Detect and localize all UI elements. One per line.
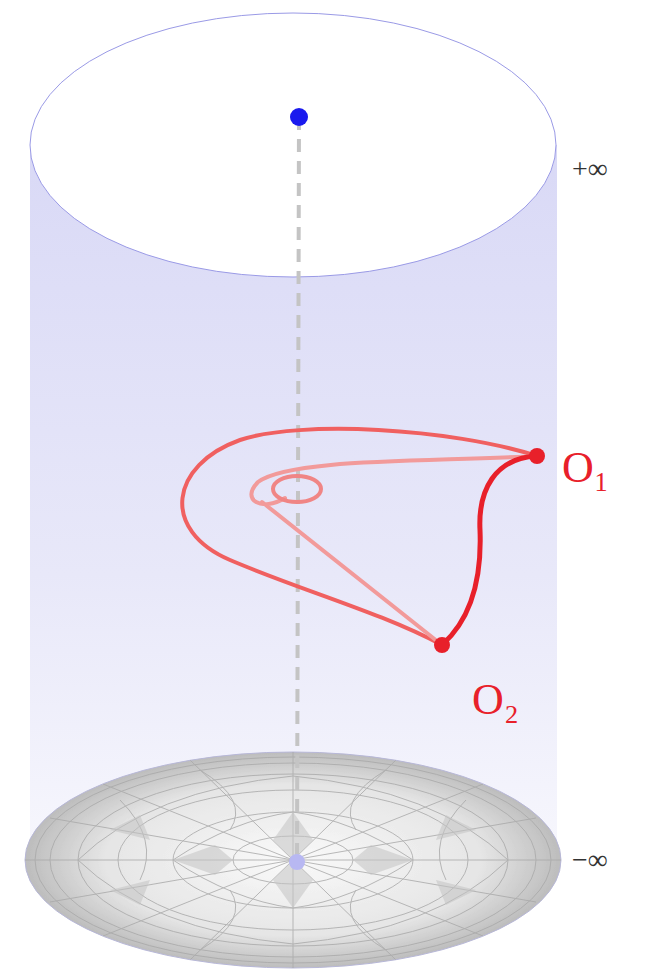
infinity-label: −∞ (572, 846, 608, 874)
operator-point (529, 448, 545, 464)
operator-label: O₁ (562, 446, 609, 490)
center-axis (297, 117, 299, 862)
bottom-point (289, 854, 305, 870)
top-boundary (30, 13, 556, 277)
operator-point (434, 637, 450, 653)
operator-label: O₂ (472, 678, 519, 722)
tiled-disk (25, 752, 561, 968)
infinity-label: +∞ (572, 155, 608, 183)
top-point (290, 108, 308, 126)
geodesic-curves (182, 429, 537, 645)
